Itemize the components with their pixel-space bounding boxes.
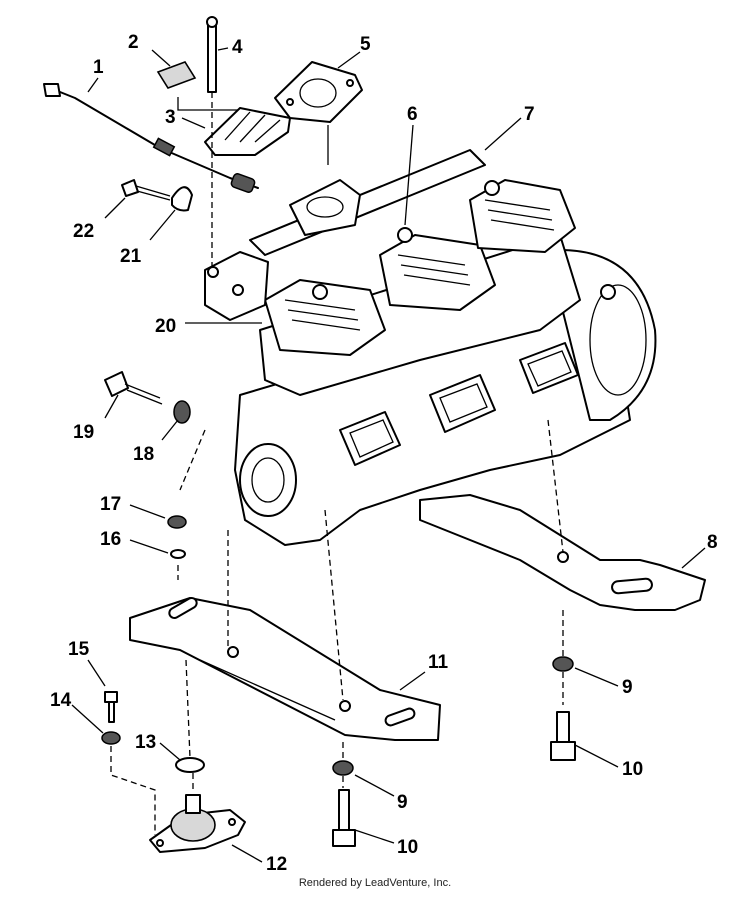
intake-ports bbox=[339, 342, 579, 466]
callout-8: 8 bbox=[707, 532, 718, 553]
rubber-engine-mount bbox=[149, 794, 246, 853]
engine-mount-plate-right bbox=[419, 494, 706, 611]
callout-10-center: 10 bbox=[397, 837, 418, 858]
heat-shield-bracket bbox=[204, 107, 291, 156]
cylinder-head-3 bbox=[469, 179, 576, 253]
callout-20: 20 bbox=[155, 316, 176, 337]
callout-1: 1 bbox=[93, 57, 104, 78]
callout-16: 16 bbox=[100, 529, 121, 550]
callout-15: 15 bbox=[68, 639, 90, 660]
callout-21: 21 bbox=[120, 246, 142, 267]
callout-12: 12 bbox=[266, 854, 287, 875]
callout-10-right: 10 bbox=[622, 759, 643, 780]
fasteners bbox=[101, 16, 576, 847]
cylinder-head-1 bbox=[264, 279, 386, 356]
callout-9-right: 9 bbox=[622, 677, 633, 698]
callout-5: 5 bbox=[360, 34, 371, 55]
callout-14: 14 bbox=[50, 690, 72, 711]
callout-labels: 1 2 3 4 5 6 7 8 9 10 11 12 13 14 15 16 1… bbox=[50, 32, 718, 875]
sensor-cable bbox=[43, 83, 259, 193]
leader-lines bbox=[71, 47, 706, 863]
callout-18: 18 bbox=[133, 444, 154, 465]
callout-7: 7 bbox=[524, 104, 535, 125]
callout-17: 17 bbox=[100, 494, 121, 515]
callout-22: 22 bbox=[73, 221, 94, 242]
decal bbox=[156, 61, 197, 89]
callout-2: 2 bbox=[128, 32, 139, 53]
engine-assembly bbox=[204, 149, 657, 546]
exhaust-gasket bbox=[274, 61, 363, 123]
callout-6: 6 bbox=[407, 104, 418, 125]
cylinder-head-2 bbox=[379, 227, 496, 311]
engine-mount-plate-left bbox=[129, 597, 441, 741]
callout-19: 19 bbox=[73, 422, 94, 443]
render-credit: Rendered by LeadVenture, Inc. bbox=[298, 877, 452, 889]
callout-11: 11 bbox=[428, 652, 449, 673]
callout-4: 4 bbox=[232, 37, 243, 58]
callout-13: 13 bbox=[135, 732, 156, 753]
callout-3: 3 bbox=[165, 107, 176, 128]
callout-9-center: 9 bbox=[397, 792, 408, 813]
